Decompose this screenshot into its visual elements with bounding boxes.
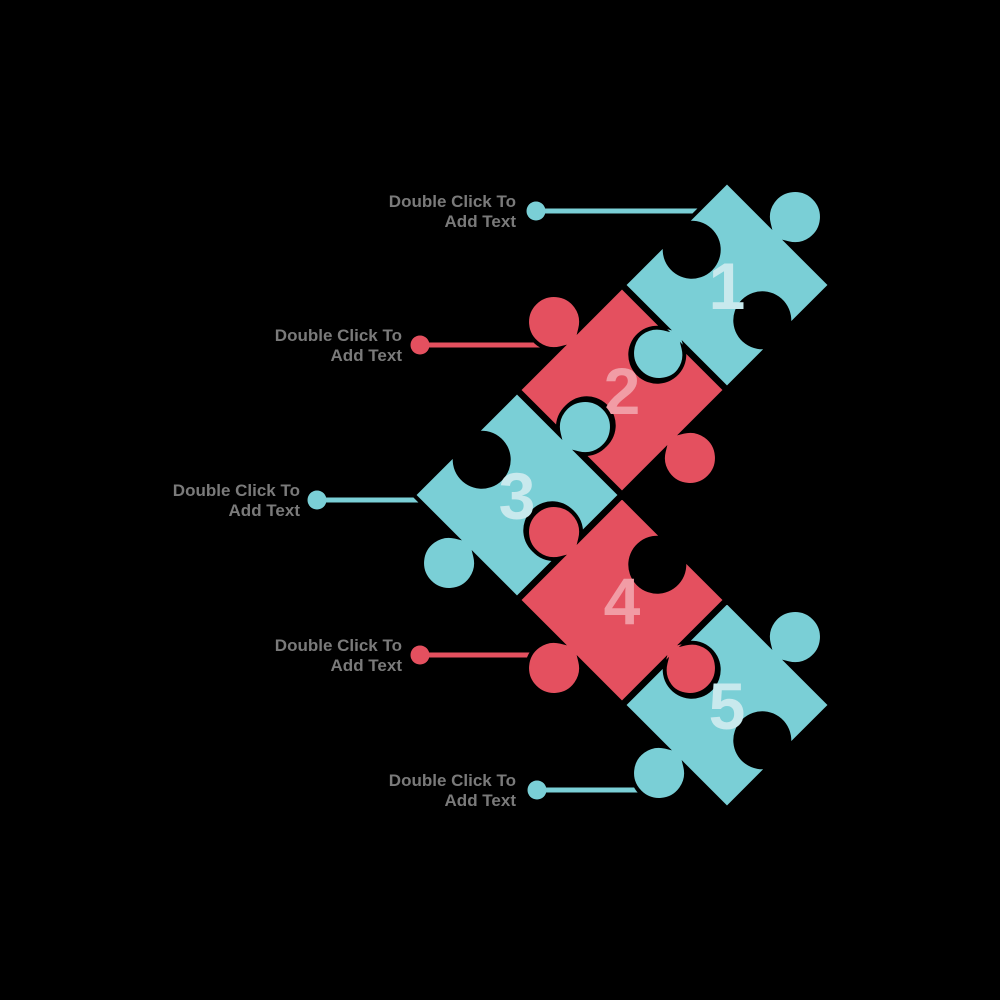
puzzle-piece-1[interactable] (588, 146, 865, 423)
label-line2[interactable]: Add Text (229, 501, 301, 520)
step-number[interactable]: 1 (709, 249, 746, 323)
label-line1[interactable]: Double Click To (173, 481, 300, 500)
label-line1[interactable]: Double Click To (389, 771, 516, 790)
puzzle-piece-shape[interactable] (588, 566, 865, 843)
label-line2[interactable]: Add Text (331, 346, 403, 365)
connector-dot (410, 645, 430, 665)
puzzle-piece-shape[interactable] (378, 356, 655, 633)
step-number[interactable]: 5 (709, 669, 746, 743)
label-line1[interactable]: Double Click To (389, 192, 516, 211)
label-line2[interactable]: Add Text (445, 212, 517, 231)
puzzle-piece-shape[interactable] (483, 251, 760, 528)
label-line2[interactable]: Add Text (331, 656, 403, 675)
connector-dot (527, 780, 547, 800)
puzzle-piece-4[interactable] (448, 461, 761, 774)
puzzle-piece-5[interactable] (588, 566, 865, 843)
puzzle-piece-2[interactable] (483, 251, 760, 528)
step-number[interactable]: 4 (604, 564, 641, 638)
puzzle-piece-shape[interactable] (588, 146, 865, 423)
label-line1[interactable]: Double Click To (275, 636, 402, 655)
puzzle-piece-shape[interactable] (448, 461, 761, 774)
puzzle-piece-3[interactable] (378, 356, 655, 633)
connector-dot (526, 201, 546, 221)
connector-dot (410, 335, 430, 355)
connector-dot (307, 490, 327, 510)
label-line1[interactable]: Double Click To (275, 326, 402, 345)
label-line2[interactable]: Add Text (445, 791, 517, 810)
